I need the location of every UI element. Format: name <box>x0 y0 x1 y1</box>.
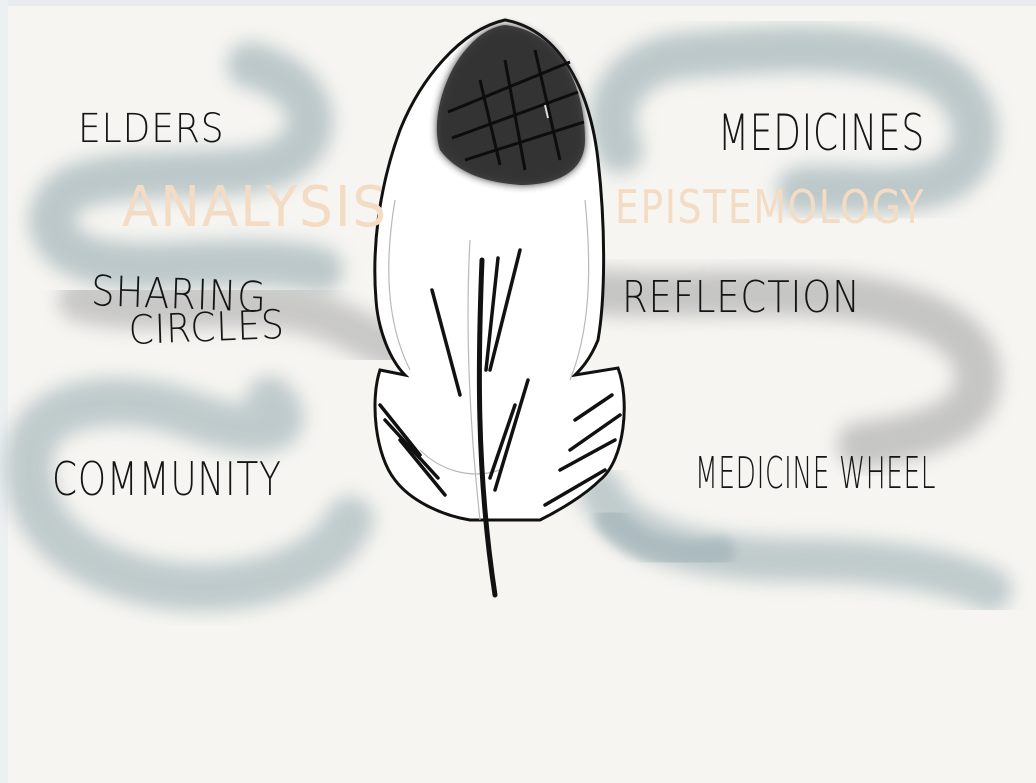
frame-top-edge <box>0 0 1036 6</box>
frame-left-edge <box>0 0 8 783</box>
right-lower-accent <box>595 505 735 571</box>
right-upper-wash <box>589 26 998 214</box>
community-label: COMMUNITY <box>52 452 282 506</box>
epistemology-faint-label: EPISTEMOLOGY <box>615 180 926 234</box>
reflection-label: REFLECTION <box>622 272 861 323</box>
medicine-wheel-label: MEDICINE WHEEL <box>695 448 937 499</box>
left-middle-wash <box>58 278 417 372</box>
circles-label: CIRCLES <box>128 301 286 354</box>
analysis-faint-label: ANALYSIS <box>122 175 389 240</box>
right-middle-wash <box>557 267 1002 468</box>
feather-tip-hatching <box>447 49 585 171</box>
feather-shaft <box>476 257 498 598</box>
medicines-label: MEDICINES <box>718 104 925 162</box>
elders-label: ELDERS <box>78 106 225 152</box>
left-lower-wash <box>4 376 374 612</box>
left-upper-wash <box>29 42 343 293</box>
feather-barbs <box>378 248 622 507</box>
